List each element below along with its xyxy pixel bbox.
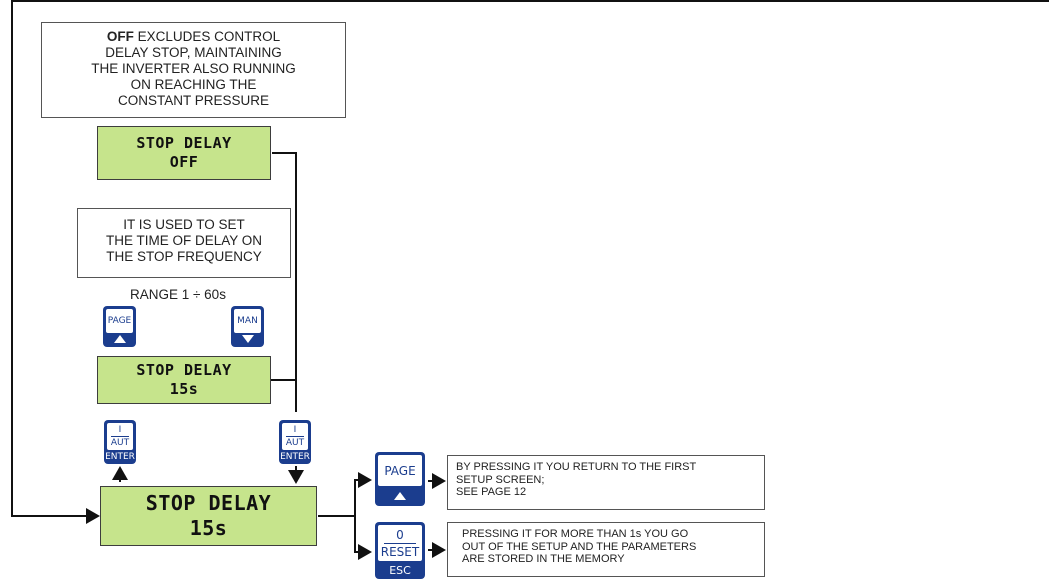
off-note-line-3: THE INVERTER ALSO RUNNING bbox=[91, 61, 296, 76]
lcd-main-line-1: STOP DELAY bbox=[145, 491, 272, 515]
usage-note: IT IS USED TO SET THE TIME OF DELAY ON T… bbox=[77, 208, 291, 278]
esc-key-note: PRESSING IT FOR MORE THAN 1s YOU GO OUT … bbox=[447, 522, 765, 577]
branch-esc bbox=[354, 516, 372, 560]
enter-left-label: ENTER bbox=[105, 452, 135, 462]
page-key-note: BY PRESSING IT YOU RETURN TO THE FIRST S… bbox=[447, 455, 765, 510]
page-note-line-1: BY PRESSING IT YOU RETURN TO THE FIRST bbox=[456, 461, 697, 473]
esc-note-line-3: ARE STORED IN THE MEMORY bbox=[462, 553, 625, 565]
outer-loop-line bbox=[11, 0, 1049, 524]
range-label: RANGE 1 ÷ 60s bbox=[130, 287, 226, 302]
branch-page bbox=[354, 472, 372, 516]
man-down-key[interactable]: MAN bbox=[231, 306, 264, 347]
page-note-line-3: SEE PAGE 12 bbox=[456, 486, 527, 498]
off-note-line-1: EXCLUDES CONTROL bbox=[133, 29, 281, 44]
esc-note-line-2: OUT OF THE SETUP AND THE PARAMETERS bbox=[462, 540, 697, 553]
page-note-line-2: SETUP SCREEN; bbox=[456, 473, 545, 486]
page-return-label: PAGE bbox=[384, 463, 416, 478]
off-explanation-note: OFF EXCLUDES CONTROL DELAY STOP, MAINTAI… bbox=[41, 22, 346, 118]
esc-key[interactable]: 0 RESET ESC bbox=[375, 522, 425, 579]
bus-line-off bbox=[272, 152, 297, 412]
enter-right-top: I bbox=[293, 424, 297, 435]
esc-note-line-1: PRESSING IT FOR MORE THAN 1s YOU GO bbox=[462, 528, 689, 540]
lcd-edit-line-2: 15s bbox=[169, 380, 199, 398]
page-key-label: PAGE bbox=[107, 316, 132, 326]
down-triangle-icon bbox=[241, 335, 254, 343]
esc-top-label: 0 bbox=[396, 527, 404, 542]
up-triangle-icon bbox=[113, 335, 126, 343]
esc-label: ESC bbox=[389, 564, 411, 577]
enter-left-mid: AUT bbox=[110, 437, 130, 448]
enter-key-left[interactable]: I AUT ENTER bbox=[104, 420, 136, 464]
esc-mid-label: RESET bbox=[380, 544, 420, 559]
up-triangle-icon bbox=[394, 492, 406, 500]
lcd-stop-delay-edit: STOP DELAY 15s bbox=[97, 356, 271, 404]
usage-note-line-1: IT IS USED TO SET bbox=[123, 217, 245, 232]
enter-right-mid: AUT bbox=[285, 437, 305, 448]
usage-note-line-2: THE TIME OF DELAY ON bbox=[105, 233, 263, 248]
off-note-line-4: ON REACHING THE bbox=[130, 77, 257, 92]
lcd-stop-delay-main: STOP DELAY 15s bbox=[100, 486, 317, 546]
enter-left-top: I bbox=[118, 424, 122, 435]
lcd-stop-delay-off: STOP DELAY OFF bbox=[97, 126, 271, 180]
usage-note-line-3: THE STOP FREQUENCY bbox=[106, 249, 262, 264]
man-key-label: MAN bbox=[237, 316, 258, 326]
lcd-edit-line-1: STOP DELAY bbox=[136, 361, 232, 380]
lcd-main-line-2: 15s bbox=[189, 516, 228, 540]
page-key-return[interactable]: PAGE bbox=[375, 452, 425, 506]
off-keyword: OFF bbox=[106, 29, 134, 44]
enter-key-right[interactable]: I AUT ENTER bbox=[279, 420, 311, 464]
off-note-line-5: CONSTANT PRESSURE bbox=[117, 93, 270, 108]
page-up-key[interactable]: PAGE bbox=[103, 306, 136, 347]
off-note-line-2: DELAY STOP, MAINTAINING bbox=[105, 45, 282, 60]
lcd-off-line-2: OFF bbox=[169, 153, 199, 171]
lcd-off-line-1: STOP DELAY bbox=[136, 134, 232, 153]
enter-right-label: ENTER bbox=[280, 452, 310, 462]
